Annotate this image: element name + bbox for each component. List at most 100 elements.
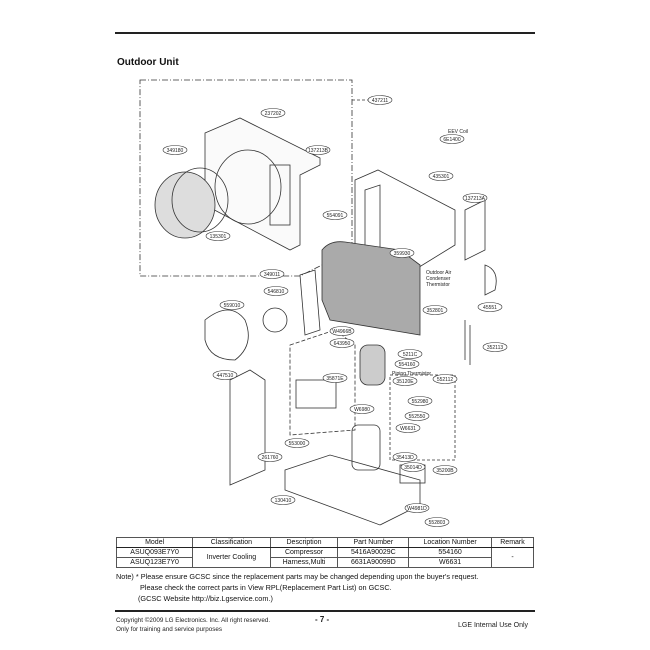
callout-oval	[322, 210, 348, 220]
part-number-label: 359930	[394, 251, 411, 257]
thermistor-note-1: Outdoor Air	[426, 270, 452, 276]
compressor	[351, 424, 381, 471]
remark-cell: -	[491, 547, 534, 568]
part-number-label: 6E1400	[443, 137, 460, 143]
part-number-label: 352801	[427, 308, 444, 314]
part-number-label: 349180	[167, 148, 184, 154]
part-callout: 435301	[428, 171, 454, 181]
callout-oval	[329, 326, 355, 336]
part-number-label: W4966B	[332, 329, 352, 335]
callout-oval	[422, 305, 448, 315]
part-callout: 554091	[322, 210, 348, 220]
part-number-label: W6980	[354, 407, 370, 413]
part-number-label: W6631	[400, 426, 416, 432]
callout-oval	[259, 269, 285, 279]
part-number-label: 554160	[399, 362, 416, 368]
thermistor-note-2: Condenser	[426, 276, 451, 282]
callout-oval	[394, 359, 420, 369]
callout-oval	[407, 396, 433, 406]
part-callout: 643950	[329, 338, 355, 348]
accumulator	[359, 344, 386, 386]
part-number-label: 552550	[409, 414, 426, 420]
part-number-label: W4981D	[407, 506, 427, 512]
note-line-3: (GCSC Website http://biz.Lgservice.com.)	[138, 594, 273, 603]
part-callout: 359930	[389, 248, 415, 258]
callout-oval	[392, 452, 418, 462]
part-callout: 352113	[482, 342, 508, 352]
callout-oval	[329, 338, 355, 348]
part-callout: 552112	[432, 374, 458, 384]
parts-table: Model Classification Description Part Nu…	[115, 537, 534, 568]
part-callout: 137213A	[462, 193, 488, 203]
fan-motor	[262, 307, 288, 333]
part-number-label: 553000	[289, 441, 306, 447]
part-callout: 130410	[270, 495, 296, 505]
header-classification: Classification	[192, 537, 271, 548]
callout-oval	[482, 342, 508, 352]
callout-oval	[395, 423, 421, 433]
part-number-label: 35014D	[404, 465, 422, 471]
part-callout: 349180	[162, 145, 188, 155]
location-cell: W6631	[408, 557, 493, 568]
part-callout: 437211	[367, 95, 393, 105]
training-note: Only for training and service purposes	[116, 626, 223, 633]
part-number-cell: 5416A90029C	[337, 547, 410, 558]
part-callout: 559010	[219, 300, 245, 310]
right-panel	[464, 199, 486, 261]
part-callout: 6E1400	[439, 134, 465, 144]
condenser-coil	[321, 241, 421, 336]
part-number-label: 437211	[372, 98, 389, 104]
callout-oval	[305, 145, 331, 155]
part-number-label: 552112	[437, 377, 454, 383]
header-location-number: Location Number	[408, 537, 493, 548]
part-callout: 45551	[477, 302, 503, 312]
part-number-label: 130410	[275, 498, 292, 504]
top-rule	[115, 32, 535, 34]
callout-oval	[404, 503, 430, 513]
piping-thermistor-note: Piping Thermistor	[392, 371, 431, 377]
part-number-label: 554091	[327, 213, 344, 219]
callout-oval	[392, 376, 418, 386]
callout-oval	[349, 404, 375, 414]
header-description: Description	[269, 537, 339, 548]
part-number-label: 352113	[487, 345, 504, 351]
part-callout: 352801	[422, 305, 448, 315]
part-callout: 552980	[407, 396, 433, 406]
table-header-row: Model Classification Description Part Nu…	[115, 537, 534, 548]
part-number-label: 35200B	[436, 468, 454, 474]
part-number-label: 137213A	[465, 196, 486, 202]
callout-oval	[205, 231, 231, 241]
thermistor-note-3: Thermistor	[426, 282, 450, 288]
callout-oval	[432, 465, 458, 475]
page-number: - 7 -	[315, 615, 330, 624]
part-callout: 35120E	[392, 376, 418, 386]
valve-group-boundary	[389, 374, 456, 461]
table-row: ASUQ123E7Y0 Harness,Multi 6631A90099D W6…	[115, 557, 534, 568]
callout-oval	[432, 374, 458, 384]
internal-use: LGE Internal Use Only	[458, 622, 529, 629]
part-number-label: 552980	[412, 399, 429, 405]
callout-oval	[462, 193, 488, 203]
part-callout: 35413D	[392, 452, 418, 462]
part-number-label: 237202	[265, 111, 282, 117]
fan-blade	[204, 309, 249, 361]
fan-opening	[214, 149, 282, 225]
section-title: Outdoor Unit	[117, 57, 179, 68]
callout-oval	[439, 134, 465, 144]
diagram-annotations: EEV Coil Outdoor Air Condenser Thermisto…	[392, 129, 468, 377]
front-panel	[229, 369, 266, 486]
callout-oval	[260, 108, 286, 118]
callout-oval	[400, 462, 426, 472]
header-model: Model	[115, 537, 194, 548]
part-callout: 137213B	[305, 145, 331, 155]
callout-oval	[389, 248, 415, 258]
front-cabinet	[204, 117, 321, 251]
part-number-label: 349011	[264, 272, 281, 278]
part-number-label: 261760	[262, 455, 279, 461]
callout-oval	[477, 302, 503, 312]
control-box-boundary	[289, 329, 356, 436]
callout-oval	[397, 349, 423, 359]
callout-oval	[404, 411, 430, 421]
part-number-label: 435301	[433, 174, 450, 180]
callout-oval	[212, 370, 238, 380]
